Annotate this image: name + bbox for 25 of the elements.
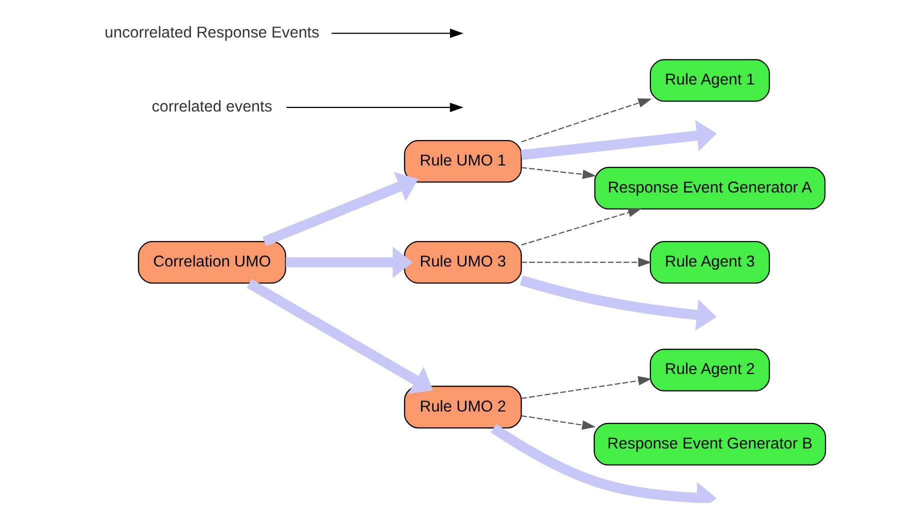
arrow (286, 246, 413, 278)
arrow (520, 120, 717, 160)
arrow (521, 167, 596, 180)
arrow (521, 208, 642, 246)
arrow (246, 279, 434, 394)
arrow (286, 102, 464, 112)
arrow (521, 376, 652, 399)
node-text: correlated events (152, 98, 272, 116)
node-box: Rule Agent 3 (650, 240, 770, 284)
node-box: Rule UMO 3 (404, 240, 522, 284)
arrow (521, 98, 652, 142)
node-box: Rule UMO 2 (404, 386, 522, 428)
node-box: Rule UMO 1 (404, 140, 522, 183)
node-box: Rule Agent 1 (650, 59, 770, 102)
node-text: uncorrelated Response Events (104, 24, 320, 42)
node-box: Response Event Generator A (594, 166, 826, 210)
node-box: Correlation UMO (138, 240, 286, 284)
node-box: Rule Agent 2 (650, 348, 770, 392)
arrow (521, 258, 652, 268)
arrow (490, 424, 717, 503)
arrow (520, 276, 717, 331)
node-box: Response Event Generator B (594, 422, 826, 466)
arrow (262, 172, 418, 246)
arrow (332, 28, 464, 38)
arrow (521, 415, 596, 430)
